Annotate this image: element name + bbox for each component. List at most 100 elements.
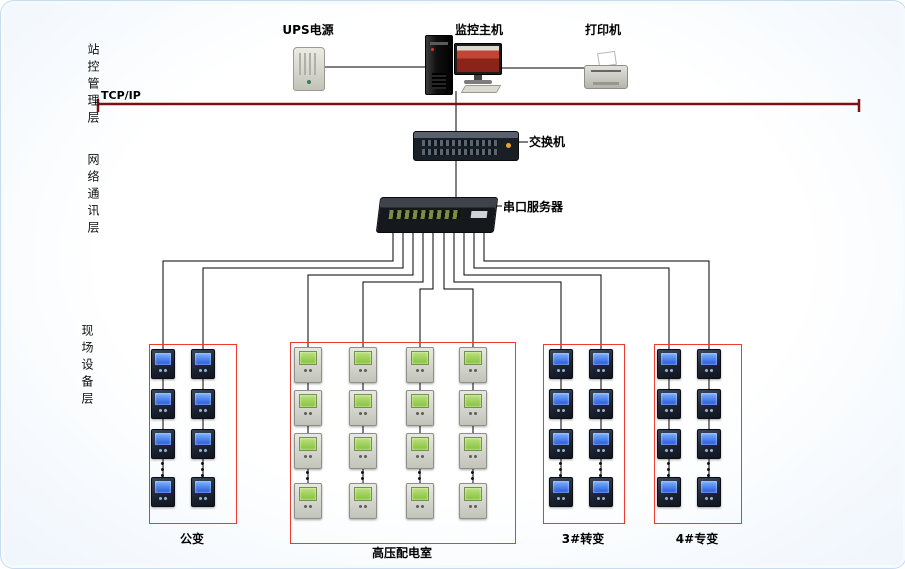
meter-light-green-screen [406,390,434,426]
meter-light-green-screen [459,390,487,426]
meter-screen [593,353,609,365]
ellipsis-dots [201,462,204,477]
meter-light-green-screen [459,433,487,469]
meter-dark-blue-screen [549,389,573,419]
meter-screen [701,433,717,445]
meter-buttons [550,409,572,412]
meter-screen [155,393,171,405]
host-label: 监控主机 [454,23,503,37]
switch-ports-row2 [422,149,498,155]
meter-dark-blue-screen [657,429,681,459]
tower-power-led [431,48,434,51]
meter-buttons [698,497,720,500]
meter-dark-blue-screen [549,349,573,379]
switch-ports-row1 [422,140,498,146]
ellipsis-dots [599,462,602,477]
meter-buttons [590,409,612,412]
meter-light-green-screen [406,483,434,519]
meter-screen [593,393,609,405]
meter-screen [701,393,717,405]
monitor-base [464,80,492,84]
meter-screen [195,393,211,405]
ellipsis-dots [161,462,164,477]
ups-vents [299,53,319,75]
group-box-public-transformer [149,344,237,524]
host-tower [425,35,453,95]
meter-screen [155,481,171,493]
tcpip-bus-line [96,99,861,112]
meter-screen [195,353,211,365]
group-label-hv-distribution-room: 高压配电室 [371,546,432,560]
meter-dark-blue-screen [589,389,613,419]
printer-label: 打印机 [584,23,621,37]
ups-label: UPS电源 [282,23,334,37]
layer-label-station-control: 站控管理层 [86,43,100,128]
meter-screen [411,487,429,501]
meter-buttons [192,449,214,452]
meter-screen [195,433,211,445]
host-screen [454,43,502,75]
meter-buttons [350,369,376,372]
meter-dark-blue-screen [151,477,175,507]
ellipsis-dots [559,462,562,477]
meter-buttons [407,505,433,508]
group-label-public-transformer: 公变 [179,532,204,546]
meter-screen [464,351,482,365]
meter-screen [553,393,569,405]
meter-screen [299,487,317,501]
meter-screen [354,351,372,365]
serial-server-label: 串口服务器 [503,200,564,214]
meter-screen [464,437,482,451]
meter-dark-blue-screen [657,349,681,379]
meter-dark-blue-screen [549,477,573,507]
network-switch [413,131,519,161]
meter-buttons [658,369,680,372]
host-keyboard [460,85,502,93]
meter-screen [299,437,317,451]
meter-buttons [460,455,486,458]
printer-slot [591,70,621,72]
meter-dark-blue-screen [697,477,721,507]
meter-buttons [658,449,680,452]
meter-dark-blue-screen [151,349,175,379]
meter-buttons [192,409,214,412]
meter-buttons [550,369,572,372]
meter-screen [593,433,609,445]
meter-buttons [350,455,376,458]
meter-light-green-screen [294,347,322,383]
meter-screen [354,487,372,501]
printer-device [584,50,628,89]
meter-dark-blue-screen [151,429,175,459]
tower-drive-bay [430,42,448,45]
meter-buttons [295,505,321,508]
meter-dark-blue-screen [549,429,573,459]
meter-buttons [152,409,174,412]
ellipsis-dots [667,462,670,477]
meter-buttons [295,455,321,458]
meter-light-green-screen [294,433,322,469]
meter-screen [661,433,677,445]
meter-dark-blue-screen [657,389,681,419]
meter-screen [155,433,171,445]
meter-buttons [152,497,174,500]
meter-buttons [407,455,433,458]
meter-buttons [152,449,174,452]
meter-dark-blue-screen [697,349,721,379]
meter-screen [701,353,717,365]
meter-light-green-screen [406,433,434,469]
switch-label: 交换机 [529,135,566,149]
meter-dark-blue-screen [697,389,721,419]
meter-screen [299,394,317,408]
meter-light-green-screen [459,483,487,519]
meter-buttons [590,497,612,500]
monitor-neck [474,75,482,80]
meter-light-green-screen [294,483,322,519]
layer-label-field-device: 现场设备层 [80,324,94,409]
meter-dark-blue-screen [589,477,613,507]
meter-screen [155,353,171,365]
meter-buttons [350,505,376,508]
meter-screen [195,481,211,493]
ups-led [307,80,311,84]
meter-screen [661,481,677,493]
meter-screen [464,487,482,501]
